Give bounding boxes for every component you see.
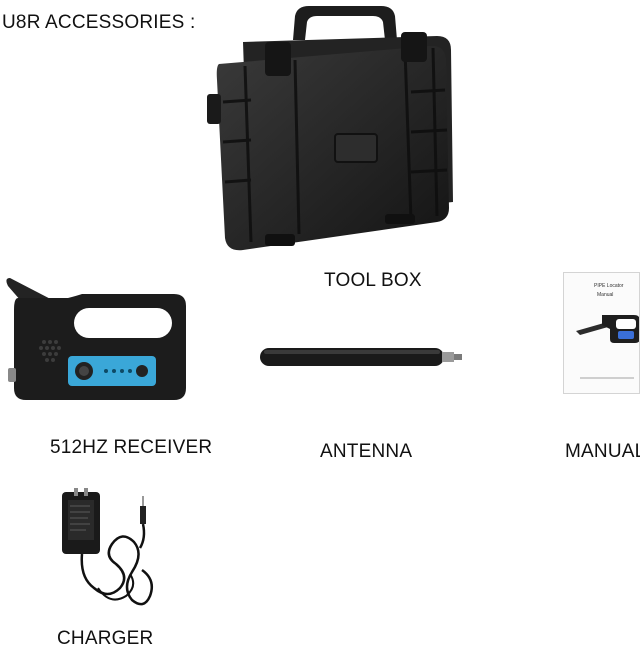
manual-cover-subtitle: Manual (597, 292, 614, 298)
manual-cover-title: PIPE Locator (594, 283, 624, 289)
charger-adapter-icon (60, 488, 160, 614)
toolbox-label: TOOL BOX (324, 270, 422, 291)
manual-footer-line (580, 377, 634, 379)
receiver-label: 512HZ RECEIVER (50, 437, 213, 458)
manual-label: MANUAL (565, 441, 640, 462)
manual-booklet-icon: PIPE Locator Manual (563, 272, 640, 394)
charger-label: CHARGER (57, 628, 154, 649)
toolbox-case-icon (205, 2, 460, 254)
receiver-device-icon (4, 276, 190, 406)
antenna-label: ANTENNA (320, 441, 413, 462)
antenna-rod-icon (258, 344, 466, 370)
locator-illustration-icon (576, 315, 639, 343)
page-title: U8R ACCESSORIES : (2, 12, 196, 33)
